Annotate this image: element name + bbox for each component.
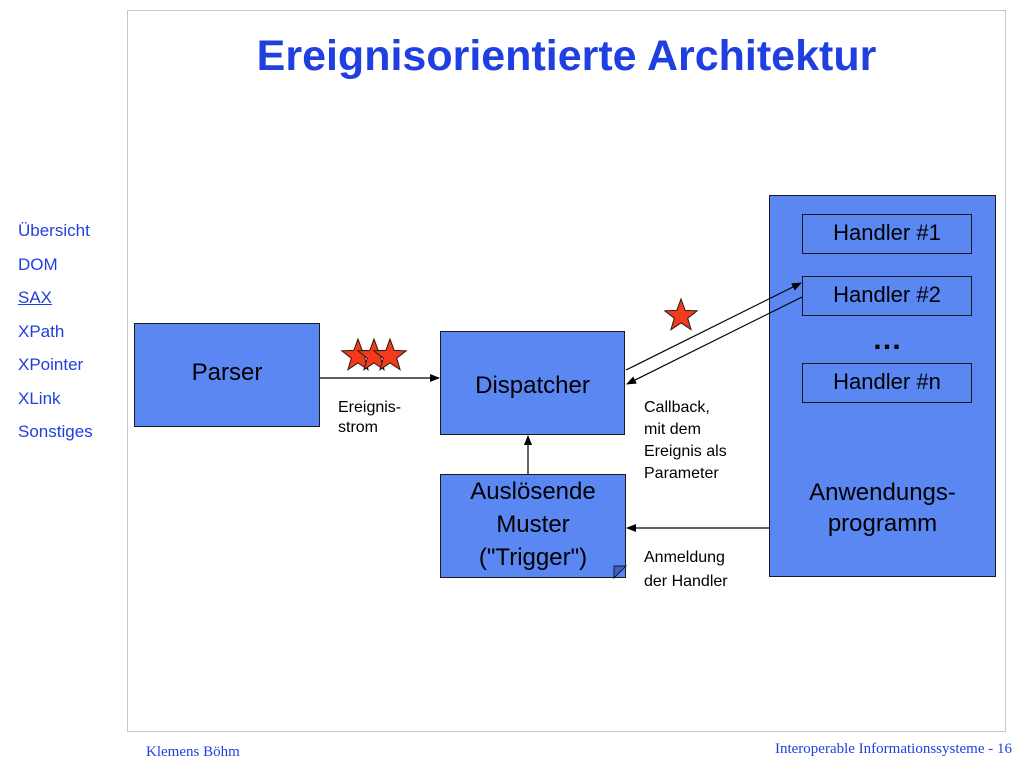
handler-ellipsis: … [872, 323, 902, 356]
nav-item-sonstiges[interactable]: Sonstiges [18, 422, 93, 441]
registration-line1: Anmeldung [644, 549, 725, 566]
footer-author: Klemens Böhm [146, 744, 240, 760]
trigger-folded-corner [613, 565, 628, 580]
slide-title: Ereignisorientierte Architektur [256, 32, 877, 80]
event-stream-line2: strom [338, 419, 378, 436]
nav-item-uebersicht[interactable]: Übersicht [18, 221, 90, 240]
event-stars [340, 297, 699, 371]
callback-line4: Parameter [644, 465, 719, 482]
application-label-line2: programm [827, 510, 938, 537]
dispatcher-label: Dispatcher [475, 372, 590, 399]
nav-item-xpath[interactable]: XPath [18, 321, 65, 341]
trigger-box: Auslösende Muster ("Trigger") [440, 474, 626, 578]
arrow-dispatcher-to-handler [625, 282, 802, 371]
arrow-handler-to-dispatcher [626, 296, 803, 385]
footer-course-page: Interoperable Informationssysteme - 16 [774, 741, 1012, 757]
nav-item-xlink[interactable]: XLink [18, 388, 61, 408]
trigger-label-line3: ("Trigger") [478, 544, 588, 571]
callback-label: Callback, mit dem Ereignis als Parameter [644, 397, 727, 485]
dispatcher-box: Dispatcher [440, 331, 625, 435]
handler-2-box: Handler #2 [802, 276, 972, 316]
event-star-3 [372, 337, 408, 371]
callback-line3: Ereignis als [644, 443, 727, 460]
event-stream-line1: Ereignis- [338, 399, 402, 416]
callback-line1: Callback, [644, 399, 710, 416]
parser-label: Parser [191, 359, 263, 386]
trigger-label-line1: Auslösende [470, 478, 596, 505]
registration-line2: der Handler [644, 573, 728, 590]
event-stream-label: Ereignis- strom [338, 398, 401, 438]
nav-item-xpointer[interactable]: XPointer [18, 355, 84, 374]
parser-box: Parser [134, 323, 320, 427]
handler-n-box: Handler #n [802, 363, 972, 403]
event-star-4 [663, 297, 699, 331]
nav-item-dom[interactable]: DOM [18, 254, 58, 274]
application-label-line1: Anwendungs- [809, 479, 956, 506]
side-navigation: Übersicht DOM SAX XPath XPointer XLink S… [18, 218, 93, 453]
slide-frame [127, 10, 1006, 732]
trigger-label-line2: Muster [496, 511, 570, 538]
nav-item-sax[interactable]: SAX [18, 288, 53, 307]
registration-label: Anmeldung der Handler [644, 546, 728, 594]
callback-line2: mit dem [644, 421, 701, 438]
handler-1-box: Handler #1 [802, 214, 972, 254]
